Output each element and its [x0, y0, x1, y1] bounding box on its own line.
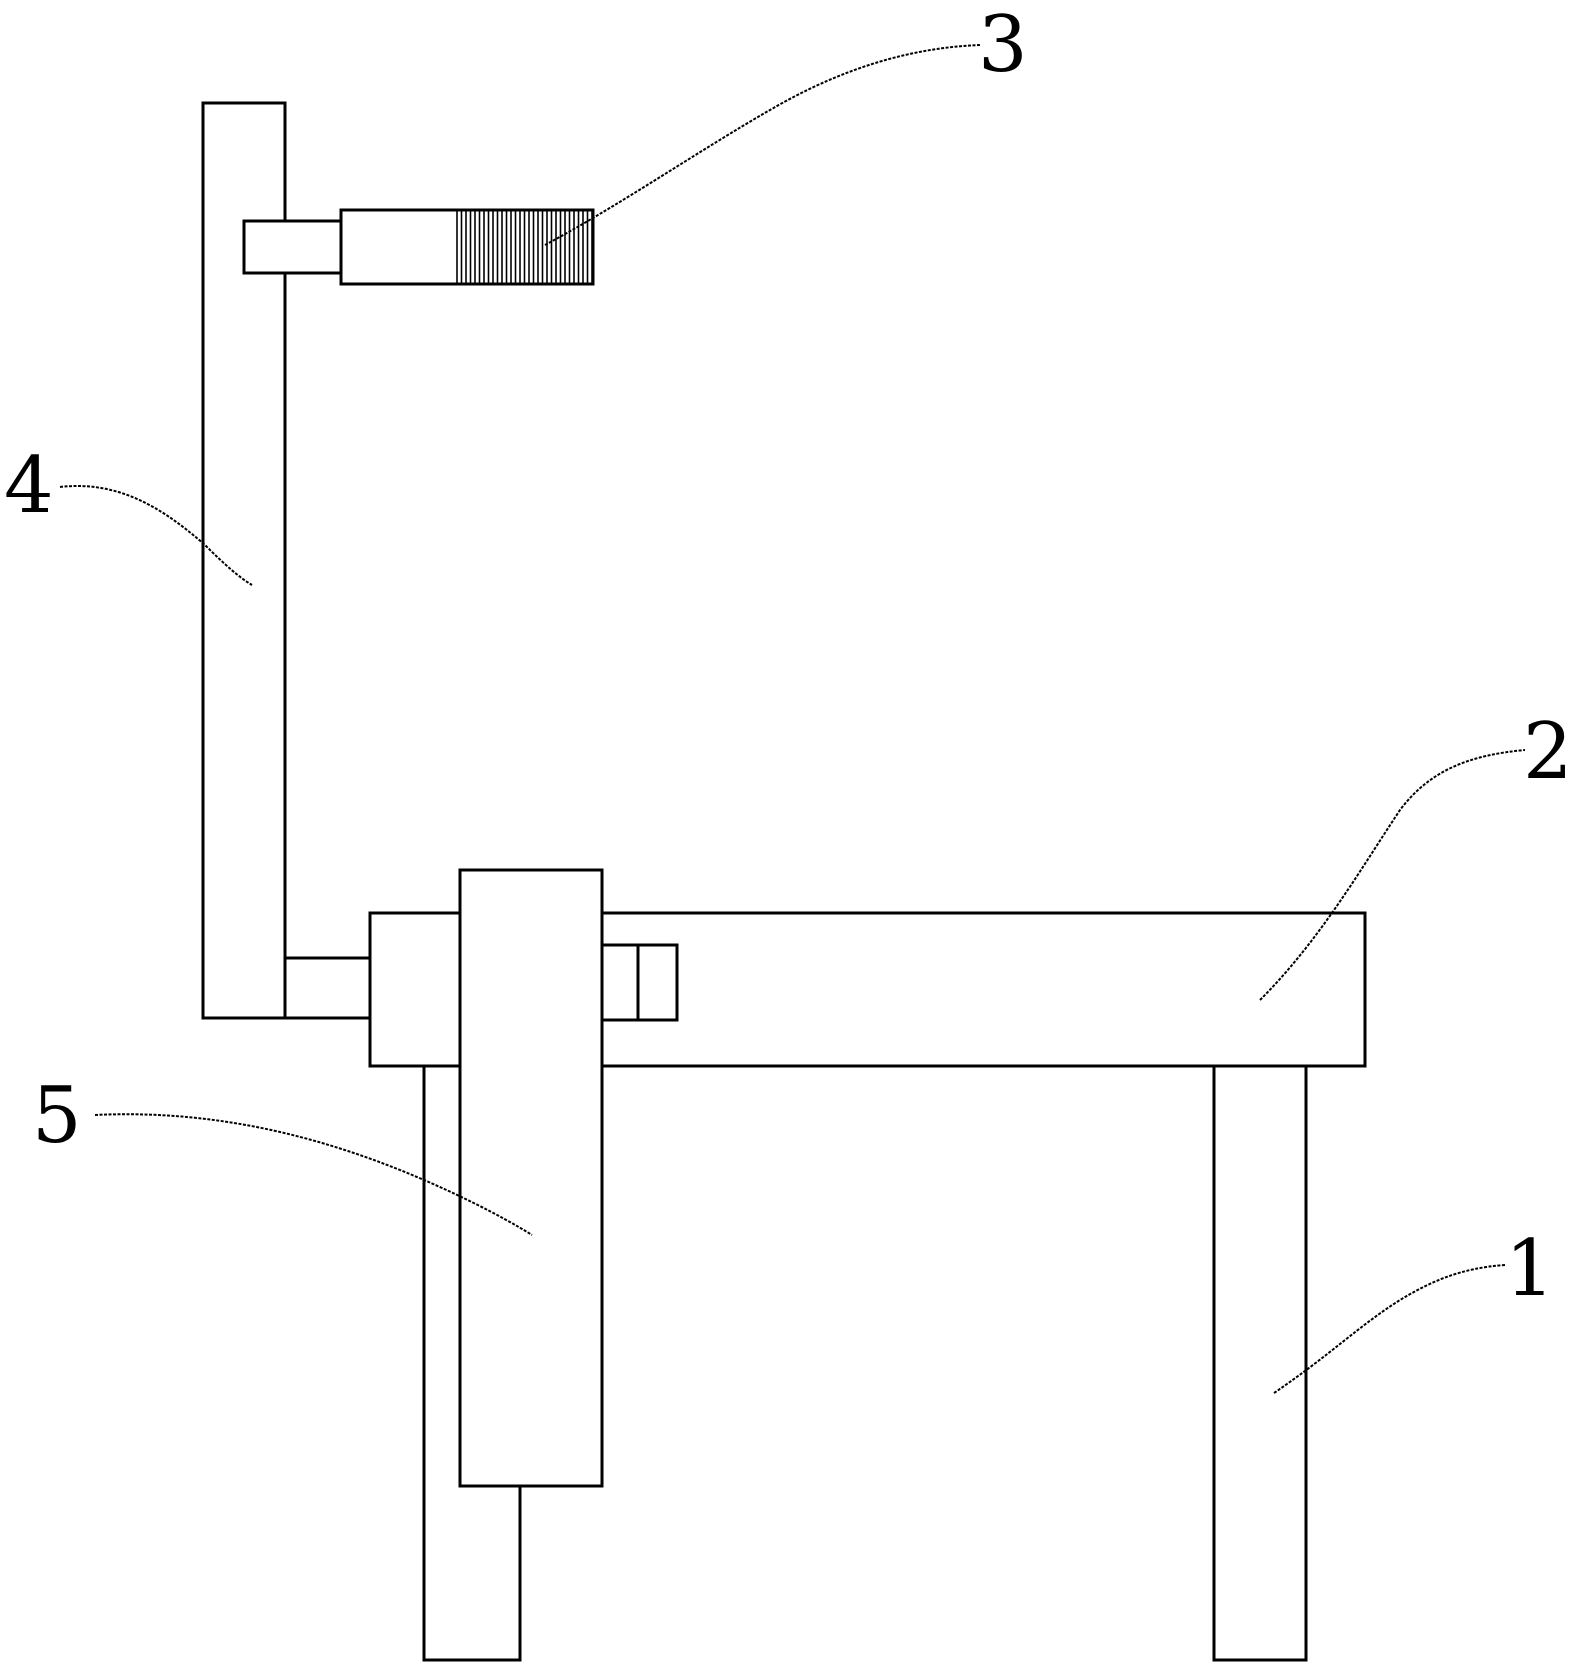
leader-line-3 [544, 44, 981, 246]
lamp-grip-knurling [456, 211, 593, 283]
reference-numeral-5: 5 [32, 1071, 82, 1161]
reference-numeral-2: 2 [1523, 707, 1573, 797]
right-leg [1212, 1063, 1308, 1662]
leader-line-2 [1259, 749, 1526, 1001]
reference-numeral-1: 1 [1505, 1224, 1555, 1314]
leader-line-1 [1273, 1264, 1506, 1394]
sliding-plate [458, 868, 604, 1488]
leader-line-5 [94, 1113, 533, 1236]
connecting-shaft [283, 956, 372, 1020]
leader-line-4 [59, 485, 253, 586]
reference-numeral-4: 4 [4, 441, 54, 531]
reference-numeral-3: 3 [978, 0, 1028, 90]
lamp-mount-stub [242, 219, 343, 275]
